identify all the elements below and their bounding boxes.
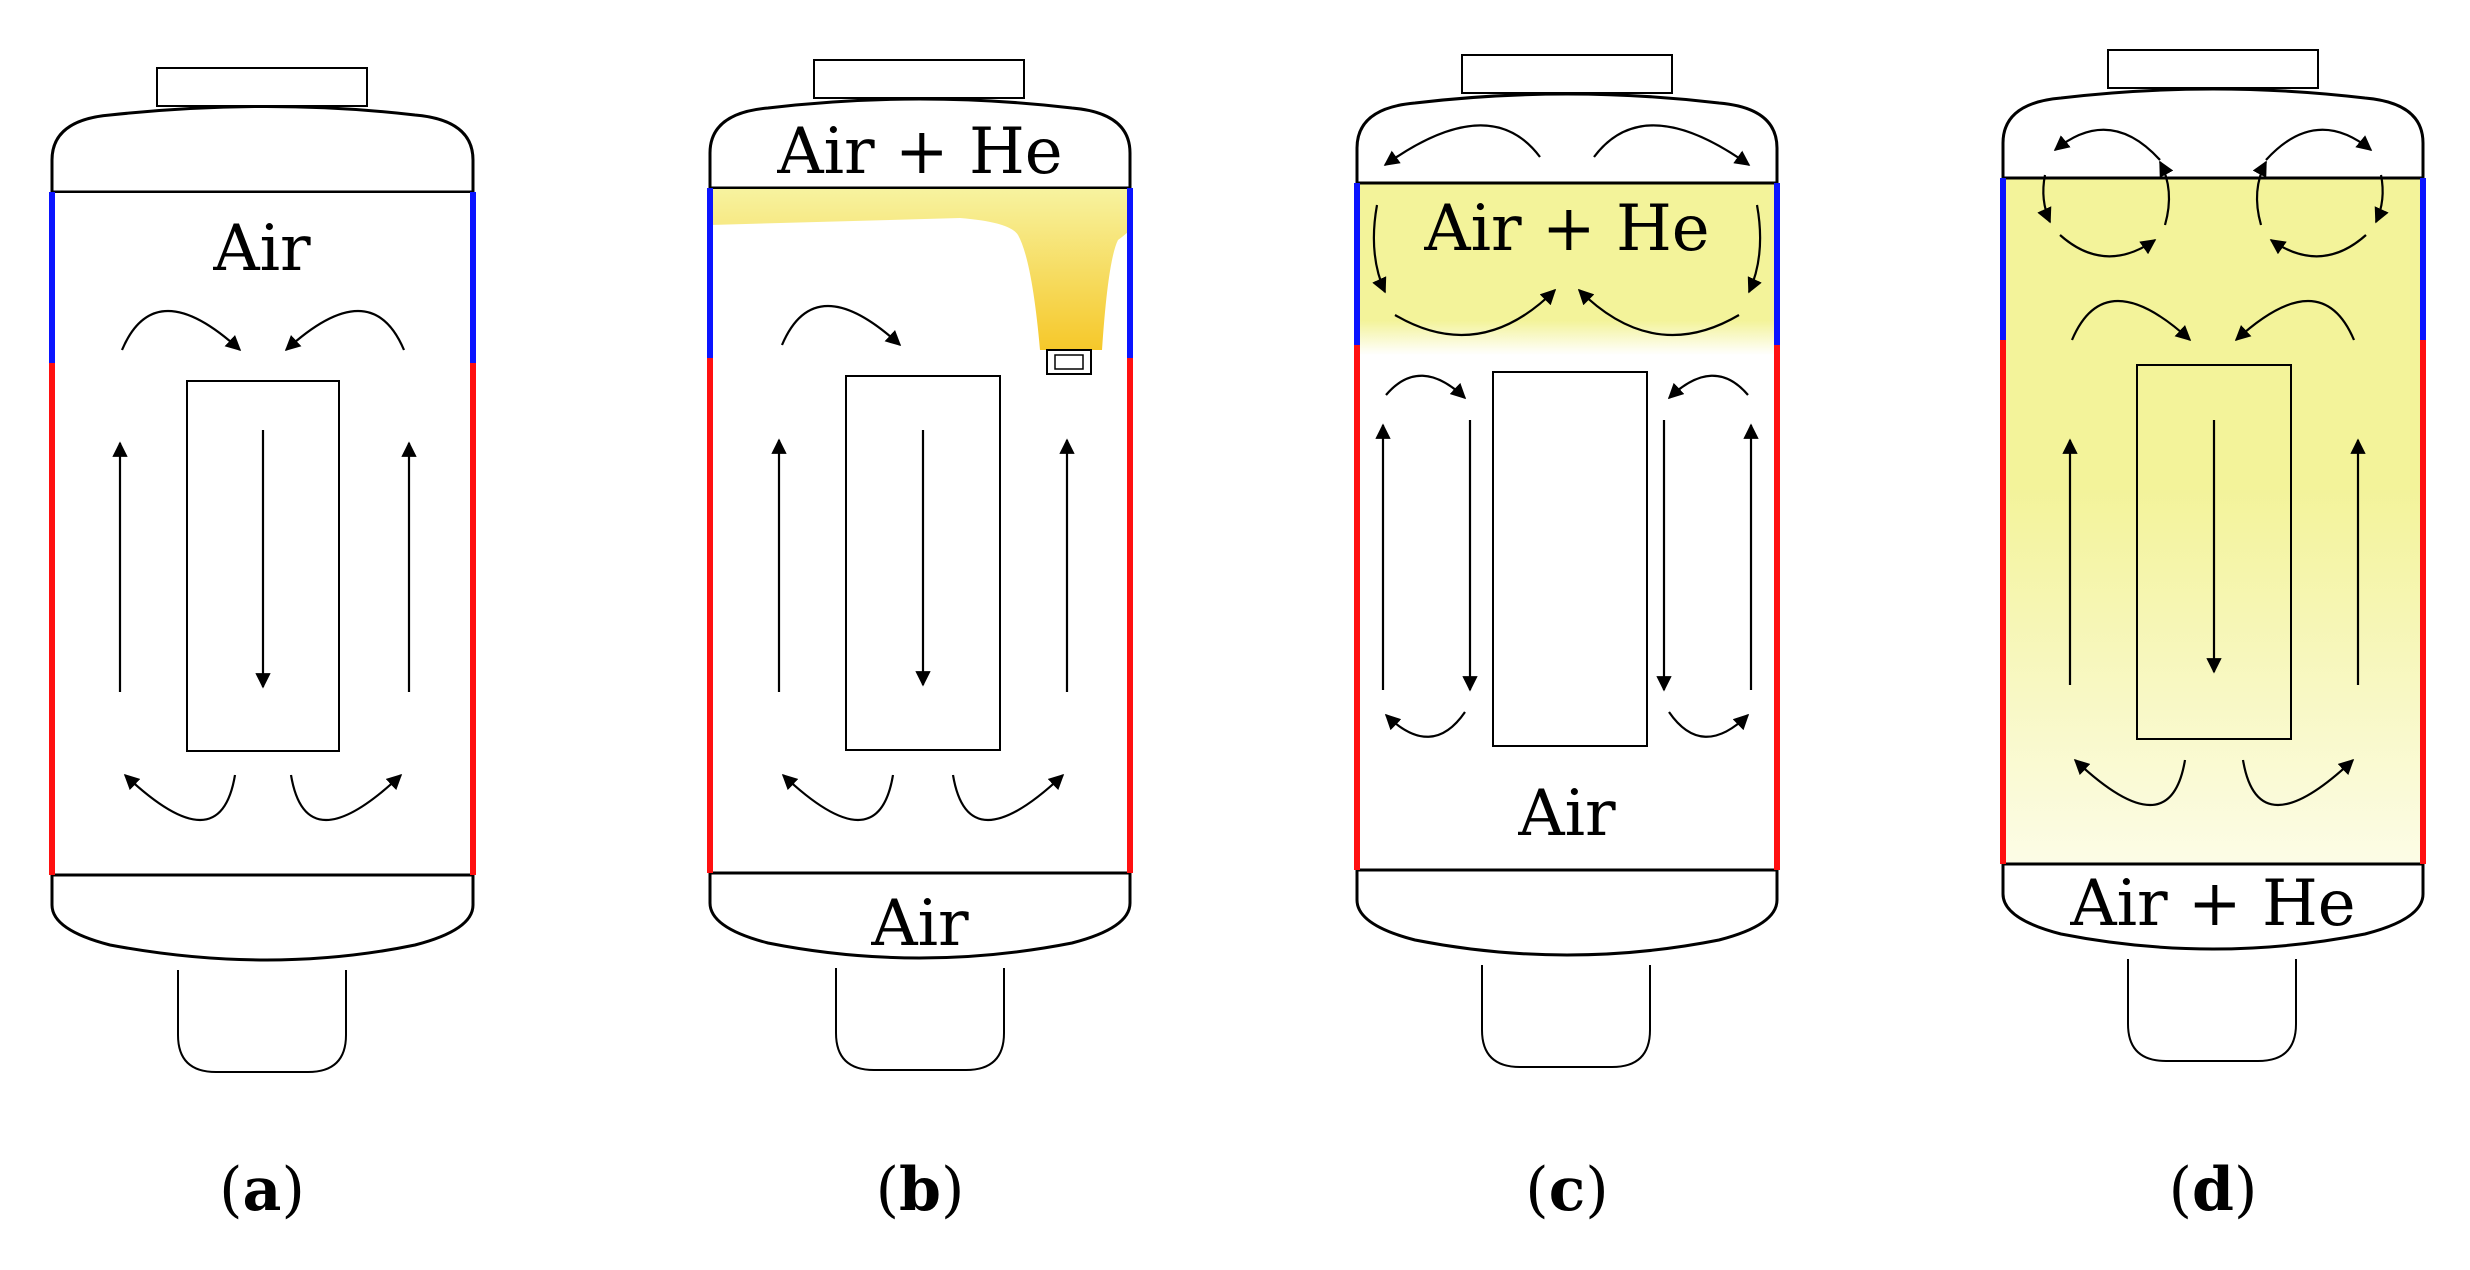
loop-arrow: [1667, 374, 1749, 400]
vortex-arrow: [1372, 204, 1387, 294]
helium-source: [1046, 349, 1092, 375]
panel-d: Air + He (d): [2000, 49, 2426, 1225]
upper-head-helium: [2001, 87, 2425, 180]
panel-label-d: (d): [2169, 1155, 2258, 1225]
panel-c: Air + He Air (c): [1354, 54, 1780, 1225]
vortex-arrow: [2265, 128, 2373, 161]
recirculation-arrow: [951, 773, 1065, 822]
internal-structure: [845, 375, 1001, 751]
panel-b: Air + He Air (b): [707, 59, 1133, 1225]
gas-label-lower: Air + He: [2069, 867, 2355, 941]
bottom-sump: [2127, 959, 2297, 1062]
recirculation-arrow: [289, 773, 403, 822]
vortex-arrow: [2037, 174, 2052, 224]
upper-head-helium: [708, 97, 1132, 190]
internal-structure: [2136, 364, 2292, 740]
recirculation-arrow: [780, 304, 902, 347]
bottom-sump: [1481, 965, 1651, 1068]
vortex-arrow: [1383, 124, 1541, 166]
recirculation-arrow: [2073, 758, 2187, 807]
vortex-arrow: [2252, 160, 2267, 226]
vortex-arrow: [2059, 234, 2157, 258]
loop-arrow: [1384, 711, 1466, 738]
vortex-arrow: [2374, 174, 2389, 224]
panel-label-c: (c): [1525, 1155, 1608, 1225]
gas-label-upper: Air + He: [1423, 192, 1709, 266]
top-nozzle: [813, 59, 1025, 99]
recirculation-arrow: [2070, 299, 2192, 342]
upper-head-helium: [1355, 92, 1779, 185]
helium-layer: [1357, 183, 1777, 355]
vortex-arrow: [1747, 204, 1762, 294]
recirculation-arrow: [120, 309, 242, 352]
internal-structure: [186, 380, 340, 752]
gas-label-lower: Air: [870, 887, 969, 961]
internal-structure: [1492, 371, 1648, 747]
lower-head-helium: [2001, 862, 2425, 951]
top-nozzle: [2107, 49, 2319, 89]
recirculation-arrow: [284, 309, 406, 352]
panel-a: Air (a): [49, 67, 476, 1225]
upper-head: [50, 105, 475, 194]
panel-label-b: (b): [876, 1155, 965, 1225]
helium-plume: [710, 188, 1130, 350]
bottom-sump: [177, 970, 347, 1073]
vortex-arrow: [1394, 288, 1557, 336]
gas-label-lower: Air: [1517, 777, 1616, 851]
top-nozzle: [1461, 54, 1673, 94]
vortex-arrow: [2053, 128, 2161, 161]
loop-arrow: [1385, 374, 1467, 400]
recirculation-arrow: [2234, 299, 2356, 342]
vortex-arrow: [2269, 234, 2367, 258]
gas-label: Air: [212, 212, 311, 286]
lower-head: [708, 871, 1132, 960]
recirculation-arrow: [781, 773, 895, 822]
vortex-arrow: [1577, 288, 1740, 336]
lower-head: [50, 873, 475, 962]
recirculation-arrow: [2241, 758, 2355, 807]
helium-source-outlet: [1054, 354, 1084, 370]
gas-label-upper: Air + He: [776, 115, 1062, 189]
vortex-arrow: [2159, 160, 2174, 226]
panel-label-a: (a): [219, 1155, 305, 1225]
recirculation-arrow: [123, 773, 237, 822]
loop-arrow: [1668, 711, 1750, 738]
lower-head: [1355, 868, 1779, 957]
top-nozzle: [156, 67, 368, 107]
bottom-sump: [835, 968, 1005, 1071]
vortex-arrow: [1593, 124, 1751, 166]
